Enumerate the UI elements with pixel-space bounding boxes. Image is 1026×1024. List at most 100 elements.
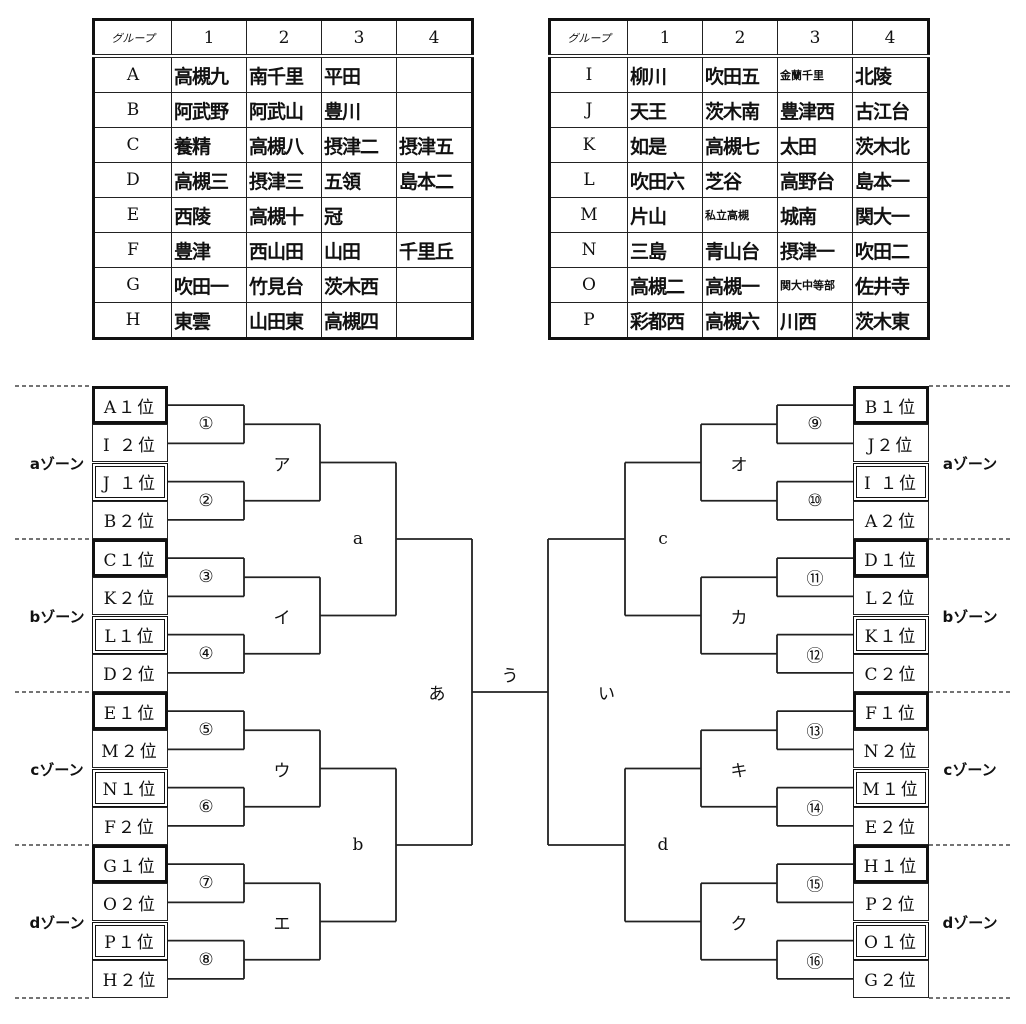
zone-label: bゾーン: [29, 607, 85, 626]
team-cell: 島本二: [396, 162, 473, 198]
group-letter: A: [93, 55, 172, 93]
team-cell: 三島: [627, 232, 703, 268]
header-group: グループ: [549, 19, 628, 58]
team-cell: 古江台: [852, 92, 929, 128]
team-cell: 山田東: [246, 302, 322, 339]
team-cell: 柳川: [627, 55, 703, 93]
team-cell: [396, 92, 473, 128]
header-rank-4: 4: [396, 19, 473, 58]
group-letter: B: [93, 92, 172, 128]
team-cell: 茨木南: [702, 92, 778, 128]
match-number: ⑩: [807, 490, 823, 511]
bracket-slot: K１位: [853, 615, 929, 654]
round3-label: d: [657, 835, 669, 855]
match-number: ⑮: [806, 875, 824, 896]
bracket-slot: P１位: [92, 921, 168, 960]
zone-label: cゾーン: [943, 760, 997, 779]
zone-label: aゾーン: [942, 454, 998, 473]
group-letter: F: [93, 232, 172, 268]
team-cell: 高槻六: [702, 302, 778, 339]
match-number: ⑤: [198, 720, 214, 741]
bracket-slot: M２位: [92, 730, 168, 769]
team-cell: 茨木東: [852, 302, 929, 339]
team-cell: 茨木西: [321, 267, 397, 303]
semifinal-label: あ: [428, 684, 446, 705]
team-cell: 養精: [171, 127, 247, 163]
team-cell: 川西: [777, 302, 853, 339]
team-cell: 豊津西: [777, 92, 853, 128]
bracket-slot: P２位: [853, 883, 929, 922]
match-number: ③: [198, 567, 214, 588]
header-rank-4: 4: [852, 19, 929, 58]
zone-label: aゾーン: [29, 454, 85, 473]
bracket-slot: I ２位: [92, 424, 168, 463]
team-cell: 高槻四: [321, 302, 397, 339]
header-rank-1: 1: [171, 19, 247, 58]
team-cell: 片山: [627, 197, 703, 233]
team-cell: 摂津三: [246, 162, 322, 198]
match-number: ⑭: [806, 799, 824, 820]
match-number: ①: [198, 414, 214, 435]
bracket-slot: H１位: [853, 845, 929, 883]
bracket-slot: F１位: [853, 692, 929, 730]
bracket-slot: N２位: [853, 730, 929, 769]
bracket-slot: D２位: [92, 653, 168, 692]
group-letter: E: [93, 197, 172, 233]
team-cell: 太田: [777, 127, 853, 163]
round2-label: エ: [273, 914, 291, 934]
round3-label: c: [658, 529, 668, 549]
team-cell: 高槻八: [246, 127, 322, 163]
bracket-slot: G１位: [92, 845, 168, 883]
team-cell: 高槻二: [627, 267, 703, 303]
bracket-slot: B１位: [853, 386, 929, 424]
round2-label: キ: [730, 761, 748, 781]
team-cell: 高槻十: [246, 197, 322, 233]
header-rank-3: 3: [321, 19, 397, 58]
round3-label: a: [352, 529, 364, 549]
round3-label: b: [352, 835, 364, 855]
team-cell: 島本一: [852, 162, 929, 198]
bracket-slot: L１位: [92, 615, 168, 654]
team-cell: 茨木北: [852, 127, 929, 163]
bracket-slot: M１位: [853, 768, 929, 807]
team-cell: 高槻一: [702, 267, 778, 303]
group-letter: D: [93, 162, 172, 198]
team-cell: 豊川: [321, 92, 397, 128]
bracket-slot: A１位: [92, 386, 168, 424]
team-cell: 豊津: [171, 232, 247, 268]
match-number: ⑨: [807, 414, 823, 435]
team-cell: 東雲: [171, 302, 247, 339]
group-letter: G: [93, 267, 172, 303]
zone-label: dゾーン: [29, 913, 85, 932]
match-number: ⑥: [198, 796, 214, 817]
team-cell: [396, 267, 473, 303]
bracket-slot: K２位: [92, 577, 168, 616]
zone-label: cゾーン: [30, 760, 84, 779]
bracket-slot: L２位: [853, 577, 929, 616]
team-cell: 北陵: [852, 55, 929, 93]
bracket-slot: D１位: [853, 539, 929, 577]
round2-label: ウ: [273, 761, 291, 781]
team-cell: 吹田六: [627, 162, 703, 198]
header-rank-3: 3: [777, 19, 853, 58]
match-number: ⑬: [806, 722, 824, 743]
match-number: ⑯: [806, 952, 824, 973]
team-cell: 吹田二: [852, 232, 929, 268]
team-cell: 南千里: [246, 55, 322, 93]
bracket-slot: J２位: [853, 424, 929, 463]
team-cell: 彩都西: [627, 302, 703, 339]
bracket-slot: J １位: [92, 462, 168, 501]
bracket-slot: I １位: [853, 462, 929, 501]
